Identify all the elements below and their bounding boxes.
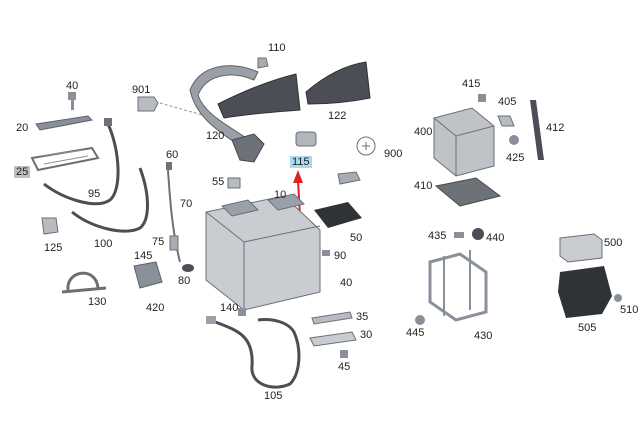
part-60[interactable] [166,162,172,170]
part-95[interactable] [43,118,120,206]
part-70[interactable] [167,169,181,263]
part-80[interactable] [182,264,194,272]
label-145[interactable]: 145 [134,250,153,262]
label-70[interactable]: 70 [180,198,193,210]
part-901[interactable] [137,96,159,112]
label-90[interactable]: 90 [334,250,347,262]
part-420[interactable] [133,261,163,289]
label-122[interactable]: 122 [328,110,347,122]
part-30[interactable] [309,331,357,347]
part-412[interactable] [530,100,544,160]
part-100[interactable] [71,167,149,233]
label-10[interactable]: 10 [274,189,287,201]
part-105[interactable] [206,316,301,389]
label-40-mid[interactable]: 40 [340,277,353,289]
part-430[interactable] [428,250,488,322]
label-115[interactable]: 115 [290,156,312,168]
part-75[interactable] [169,235,179,251]
label-120[interactable]: 120 [206,130,225,142]
label-60[interactable]: 60 [166,149,179,161]
part-505[interactable] [558,266,612,318]
part-440[interactable] [472,228,484,240]
part-120[interactable] [189,65,265,163]
part-35[interactable] [311,311,353,325]
part-40[interactable] [68,92,76,110]
label-510[interactable]: 510 [620,304,639,316]
label-412[interactable]: 412 [546,122,565,134]
label-25[interactable]: 25 [14,166,31,178]
label-130[interactable]: 130 [88,296,107,308]
part-110[interactable] [257,57,269,69]
label-440[interactable]: 440 [486,232,505,244]
label-105[interactable]: 105 [264,390,283,402]
part-10-battery[interactable] [205,193,321,311]
part-400-battery[interactable] [433,107,495,177]
part-500[interactable] [559,233,603,263]
label-420[interactable]: 420 [146,302,165,314]
label-40-top[interactable]: 40 [66,80,79,92]
part-415[interactable] [478,94,486,102]
part-20[interactable] [35,115,94,131]
label-80[interactable]: 80 [178,275,191,287]
label-75[interactable]: 75 [152,236,165,248]
label-900[interactable]: 900 [384,148,403,160]
label-445[interactable]: 445 [406,327,425,339]
label-30[interactable]: 30 [360,329,373,341]
label-505[interactable]: 505 [578,322,597,334]
part-410[interactable] [434,177,502,207]
label-20[interactable]: 20 [16,122,29,134]
part-405[interactable] [497,115,515,127]
label-50[interactable]: 50 [350,232,363,244]
label-140[interactable]: 140 [220,302,239,314]
label-410[interactable]: 410 [414,180,433,192]
part-25[interactable] [30,146,100,172]
part-45[interactable] [340,350,348,358]
part-140[interactable] [238,308,246,316]
part-425[interactable] [509,135,519,145]
label-425[interactable]: 425 [506,152,525,164]
label-435[interactable]: 435 [428,230,447,242]
label-430[interactable]: 430 [474,330,493,342]
part-122[interactable] [217,61,371,119]
label-500[interactable]: 500 [604,237,623,249]
label-405[interactable]: 405 [498,96,517,108]
part-115[interactable] [295,131,317,147]
label-400[interactable]: 400 [414,126,433,138]
label-95[interactable]: 95 [88,188,101,200]
label-45[interactable]: 45 [338,361,351,373]
label-125[interactable]: 125 [44,242,63,254]
part-90[interactable] [322,250,330,256]
part-435[interactable] [454,232,464,238]
part-130[interactable] [61,271,107,294]
part-510[interactable] [614,294,622,302]
part-55[interactable] [227,177,241,189]
part-50[interactable] [314,202,362,228]
label-110[interactable]: 110 [268,42,286,54]
label-100[interactable]: 100 [94,238,113,250]
label-415[interactable]: 415 [462,78,481,90]
label-901[interactable]: 901 [132,84,151,96]
part-125[interactable] [41,217,59,235]
label-55[interactable]: 55 [212,176,225,188]
part-445[interactable] [415,315,425,325]
part-900[interactable] [337,136,376,185]
label-35[interactable]: 35 [356,311,369,323]
